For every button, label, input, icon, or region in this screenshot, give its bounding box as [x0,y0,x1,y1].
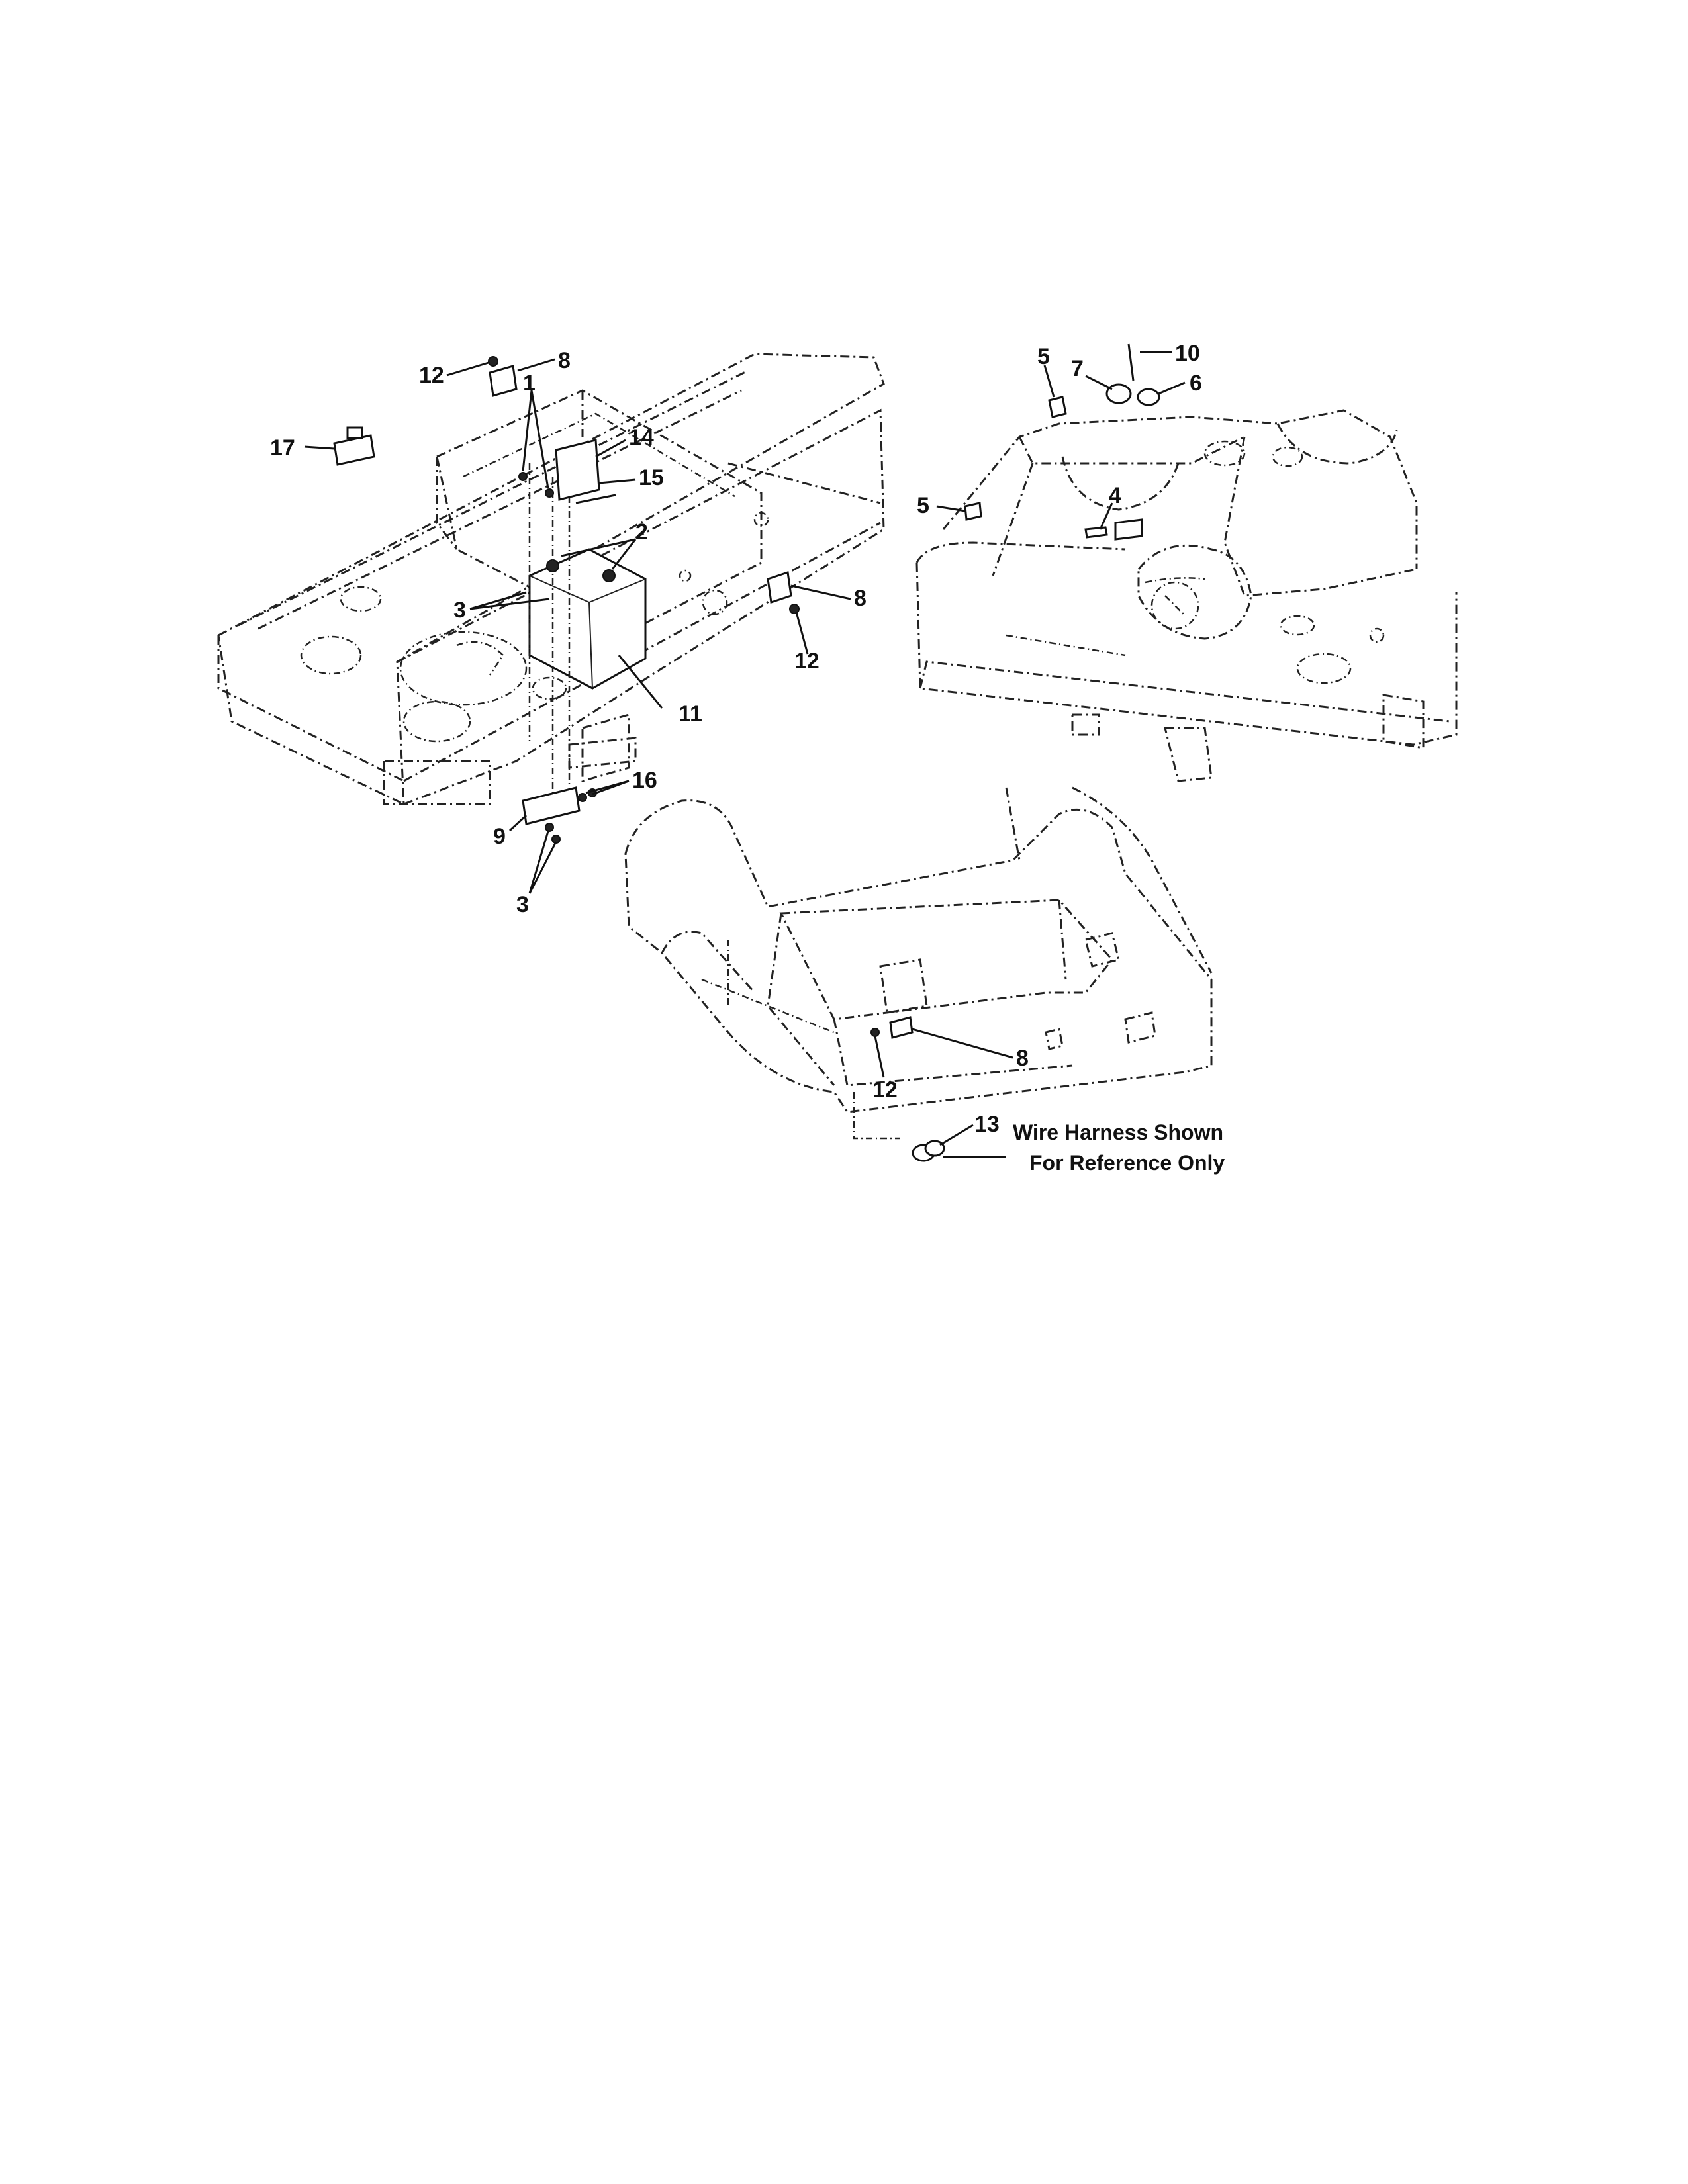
callout-8-right: 8 [854,586,867,611]
callout-11: 11 [679,702,702,727]
leader-lines-view2 [936,351,1186,530]
callout-14: 14 [629,425,654,450]
callout-15: 15 [639,465,664,490]
leader-lines-view3 [874,1028,1013,1158]
dash-console-view [915,343,1458,782]
note-line1: Wire Harness Shown [1013,1120,1223,1144]
callout-12-right: 12 [794,649,820,674]
callout-2: 2 [635,520,648,545]
callout-8-top: 8 [558,348,571,373]
seat-pan-view [624,786,1213,1162]
callout-10: 10 [1175,341,1200,366]
callout-12-bottom: 12 [872,1077,898,1103]
callout-labels: 12 8 1 14 15 17 2 3 8 12 11 16 9 3 10 5 … [270,341,1225,1175]
callout-13: 13 [974,1112,1000,1137]
callout-3-lower: 3 [516,892,529,917]
callout-5-left: 5 [917,493,929,518]
callout-8-bottom: 8 [1016,1046,1029,1071]
callout-4: 4 [1109,483,1121,508]
callout-3-upper: 3 [453,598,466,623]
callout-1: 1 [523,371,536,396]
callout-7: 7 [1071,356,1084,381]
callout-5-top: 5 [1037,344,1050,369]
callout-17: 17 [270,435,295,461]
callout-12-top: 12 [419,363,444,388]
chassis-frame-view [217,353,885,844]
callout-9: 9 [493,824,506,849]
callout-16: 16 [632,768,657,793]
leader-lines-view1 [304,358,851,894]
callout-6: 6 [1190,371,1202,396]
note-line2: For Reference Only [1029,1151,1225,1175]
